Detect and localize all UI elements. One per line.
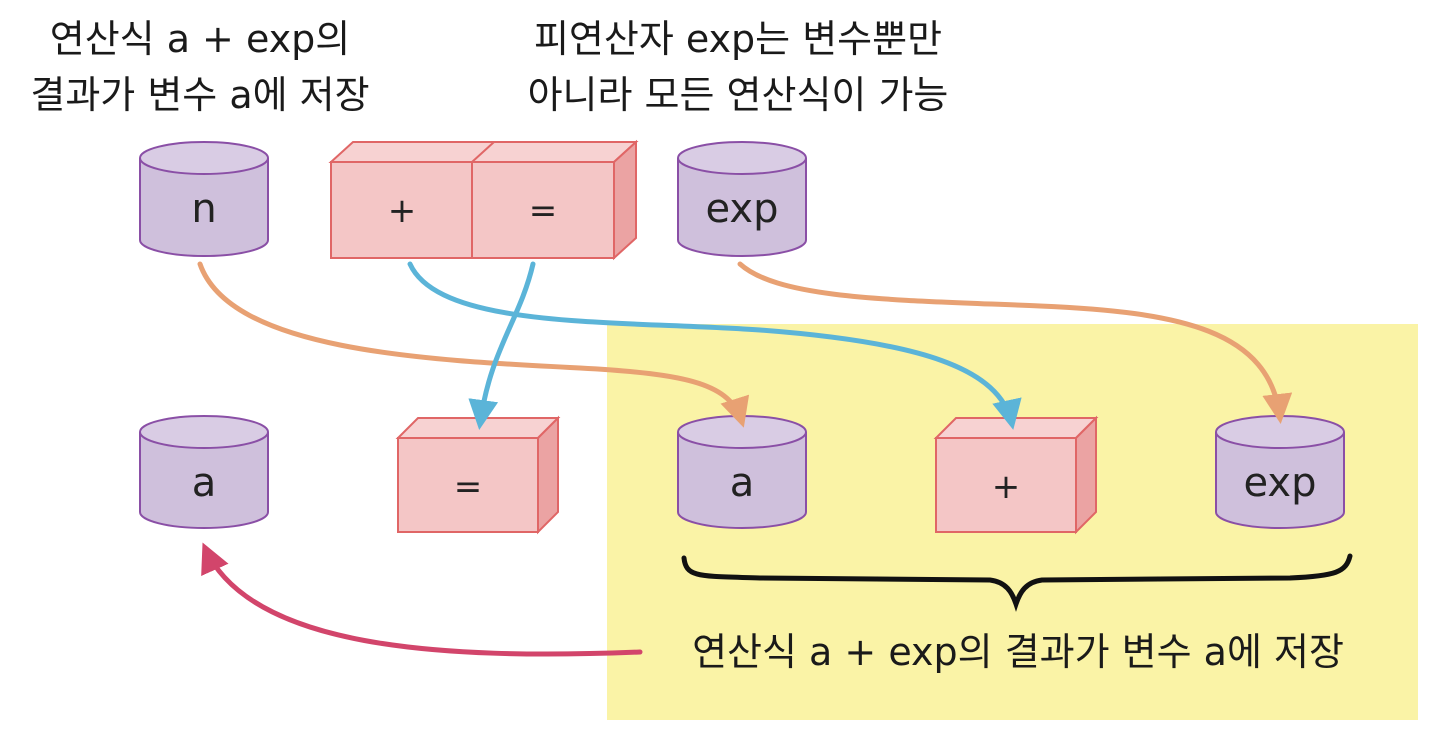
top-right-caption-line2: 아니라 모든 연산식이 가능 [528,73,949,117]
top-cylinder-exp-label: exp [706,186,779,232]
bottom-cylinder-a-label: a [192,460,217,506]
top-cylinder-exp: exp [677,141,807,257]
bottom-cylinder-exp: exp [1215,415,1345,529]
top-right-caption: 피연산자 exp는 변수뿐만 아니라 모든 연산식이 가능 [528,17,949,117]
top-left-caption-line2: 결과가 변수 a에 저장 [30,73,369,117]
bottom-cylinder-a2: a [677,415,807,529]
bottom-op-plus: + [992,467,1021,507]
top-cylinder-n-label: n [191,186,216,232]
bottom-op-assign: = [454,467,483,507]
arrow-result-to-a [201,542,643,657]
bottom-box-plus: + [933,415,1099,535]
top-left-caption-line1: 연산식 a + exp의 [50,17,351,61]
bottom-cylinder-a: a [139,415,269,529]
top-operator-box: + = [328,139,639,261]
bottom-box-assign: = [395,415,561,535]
arrow-n-to-a [197,261,750,428]
top-right-caption-line1: 피연산자 exp는 변수뿐만 [534,17,942,61]
brace [681,553,1353,612]
bottom-caption: 연산식 a + exp의 결과가 변수 a에 저장 [692,630,1344,674]
top-left-caption: 연산식 a + exp의 결과가 변수 a에 저장 [30,17,369,117]
top-op-plus: + [388,191,417,231]
bottom-cylinder-exp-label: exp [1244,460,1317,506]
top-cylinder-n: n [139,141,269,257]
top-op-assign: = [529,191,558,231]
arrow-exp-to-exp [737,261,1293,424]
arrow-plus-to-plus [407,261,1022,430]
arrow-assign-to-assign [468,261,536,430]
bottom-cylinder-a2-label: a [730,460,755,506]
